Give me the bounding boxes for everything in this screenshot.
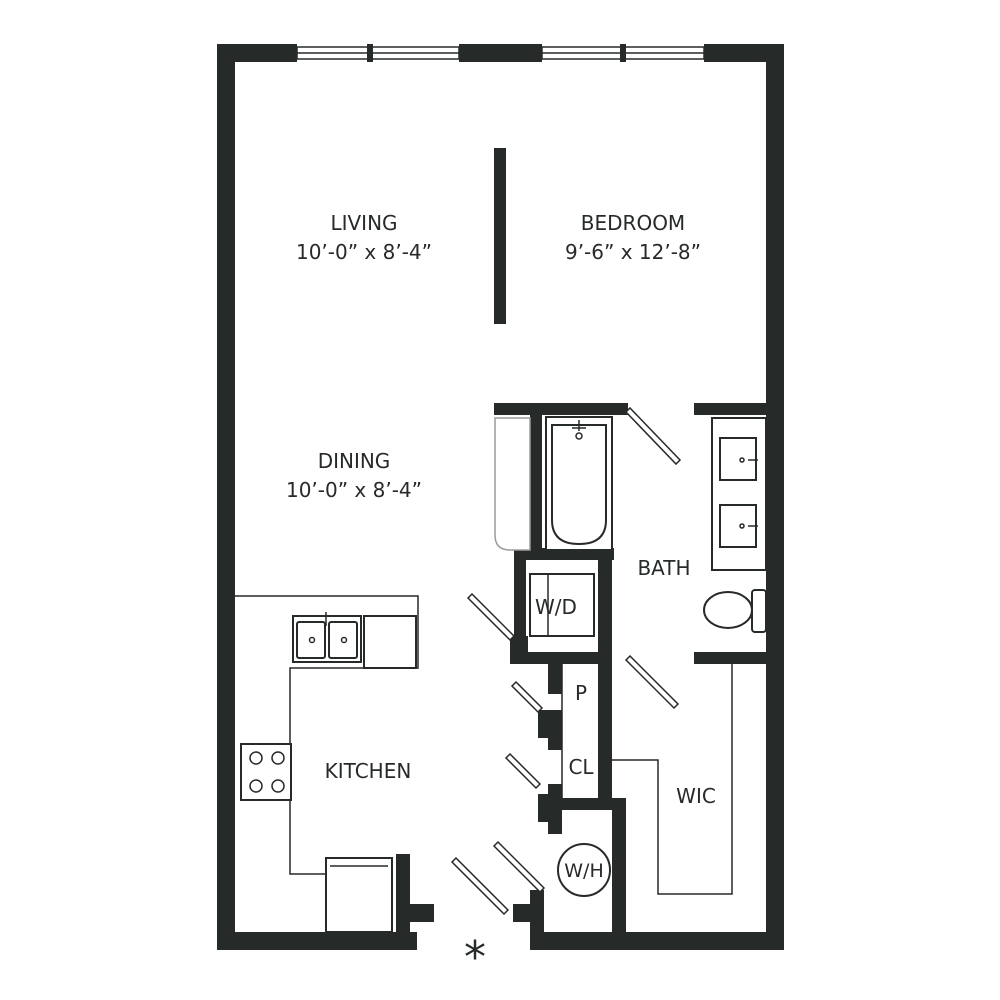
washer-dryer-label: W/D xyxy=(535,595,577,619)
bath-fixtures xyxy=(494,416,767,633)
toilet-icon xyxy=(703,591,753,629)
water-heater-label: W/H xyxy=(564,860,603,882)
water-heater-icon xyxy=(557,843,611,897)
doors xyxy=(450,406,682,916)
dishwasher-icon xyxy=(363,615,417,669)
dining-size: 10’-0” x 8’-4” xyxy=(286,478,422,502)
bath-door xyxy=(624,406,682,466)
living-label: LIVING xyxy=(330,211,397,235)
room-labels: LIVING 10’-0” x 8’-4” BEDROOM 9’-6” x 12… xyxy=(286,211,716,983)
kitchen-counter xyxy=(235,595,419,875)
wh-door xyxy=(492,840,546,894)
kitchen-fixtures xyxy=(235,595,419,933)
bedroom-label: BEDROOM xyxy=(581,211,685,235)
kitchen-label: KITCHEN xyxy=(325,759,412,783)
washer-dryer-icon xyxy=(529,573,595,637)
exterior-walls xyxy=(217,44,784,950)
dining-label: DINING xyxy=(318,449,391,473)
living-size: 10’-0” x 8’-4” xyxy=(296,240,432,264)
utility-fixtures xyxy=(529,573,733,897)
closet-label: CL xyxy=(568,755,594,779)
entry-door xyxy=(450,856,510,916)
sink-icon xyxy=(719,437,757,481)
wd-door xyxy=(466,592,516,642)
bath-label: BATH xyxy=(637,556,690,580)
pantry-label: P xyxy=(575,681,587,705)
refrigerator-icon xyxy=(325,857,393,933)
pantry-door xyxy=(510,680,544,714)
entry-marker: * xyxy=(464,932,486,983)
wic-shelf xyxy=(612,664,733,895)
toilet-tank-icon xyxy=(751,589,767,633)
windows xyxy=(296,44,705,62)
closet-door xyxy=(504,752,542,790)
vanity-cabinet xyxy=(494,417,531,551)
wic-label: WIC xyxy=(676,784,716,808)
stove-icon xyxy=(240,743,292,801)
bedroom-size: 9’-6” x 12’-8” xyxy=(565,240,701,264)
wic-door xyxy=(624,654,680,710)
